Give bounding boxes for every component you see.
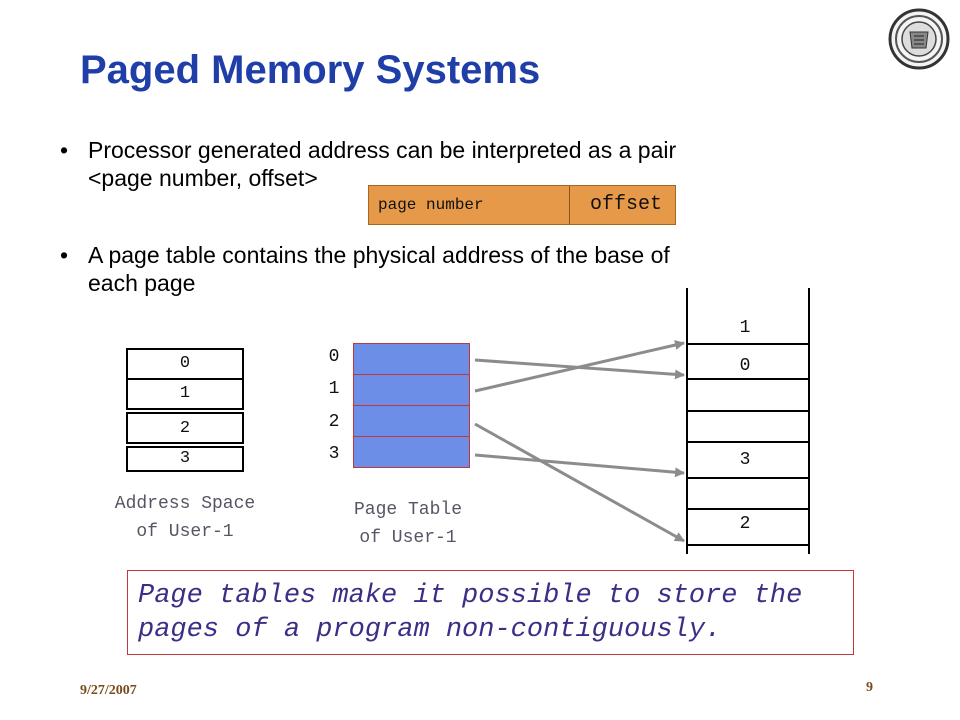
- address-format-box: [368, 185, 676, 225]
- memory-right-border: [808, 288, 810, 554]
- page-table-index: 3: [328, 444, 340, 464]
- memory-frame-divider: [686, 378, 810, 380]
- note-line: pages of a program non-contiguously.: [138, 615, 722, 645]
- caption-line: of User-1: [359, 528, 457, 548]
- caption-line: of User-1: [136, 522, 234, 542]
- arrow-page-3: [474, 453, 685, 478]
- memory-frame-divider: [686, 441, 810, 443]
- page-table-caption: Page Table of User-1: [318, 496, 498, 552]
- address-space-page: 3: [126, 446, 244, 472]
- offset-field: offset: [590, 193, 663, 216]
- memory-frame-divider: [686, 343, 810, 345]
- bullet-line: <page number, offset>: [88, 165, 318, 191]
- address-space-page: 0: [126, 348, 244, 380]
- page-table-entry: [353, 436, 470, 468]
- bullet-marker: •: [60, 242, 69, 268]
- address-space-page: 2: [126, 412, 244, 444]
- footer-date: 9/27/2007: [80, 683, 137, 698]
- note-line: Page tables make it possible to store th…: [138, 581, 803, 611]
- bullet-line: each page: [88, 270, 196, 296]
- memory-frame-divider: [686, 544, 810, 546]
- bullet-marker: •: [60, 137, 69, 163]
- page-table-index: 1: [328, 379, 340, 399]
- slide-title: Paged Memory Systems: [80, 48, 541, 92]
- memory-frame-label: 1: [739, 318, 751, 338]
- bullet-line: A page table contains the physical addre…: [88, 242, 670, 268]
- bullet-line: Processor generated address can be inter…: [88, 137, 677, 163]
- memory-frame-label: 3: [739, 450, 751, 470]
- memory-frame-label: 2: [739, 514, 751, 534]
- caption-line: Page Table: [353, 500, 463, 520]
- page-table-index: 2: [328, 412, 340, 432]
- address-space-caption: Address Space of User-1: [80, 490, 290, 546]
- arrow-page-1: [474, 340, 685, 393]
- memory-left-border: [686, 288, 688, 554]
- address-space-page: 1: [126, 378, 244, 410]
- caption-line: Address Space: [114, 494, 256, 514]
- memory-frame-label: 0: [739, 356, 751, 376]
- page-table-index: 0: [328, 347, 340, 367]
- note-box: Page tables make it possible to store th…: [127, 570, 854, 655]
- page-number-field: page number: [378, 196, 484, 214]
- memory-frame-divider: [686, 410, 810, 412]
- address-divider: [569, 186, 570, 224]
- slide-number: 9: [866, 680, 873, 695]
- memory-frame-divider: [686, 477, 810, 479]
- university-seal-icon: [888, 8, 950, 70]
- memory-frame-divider: [686, 508, 810, 510]
- arrow-page-2: [474, 422, 685, 543]
